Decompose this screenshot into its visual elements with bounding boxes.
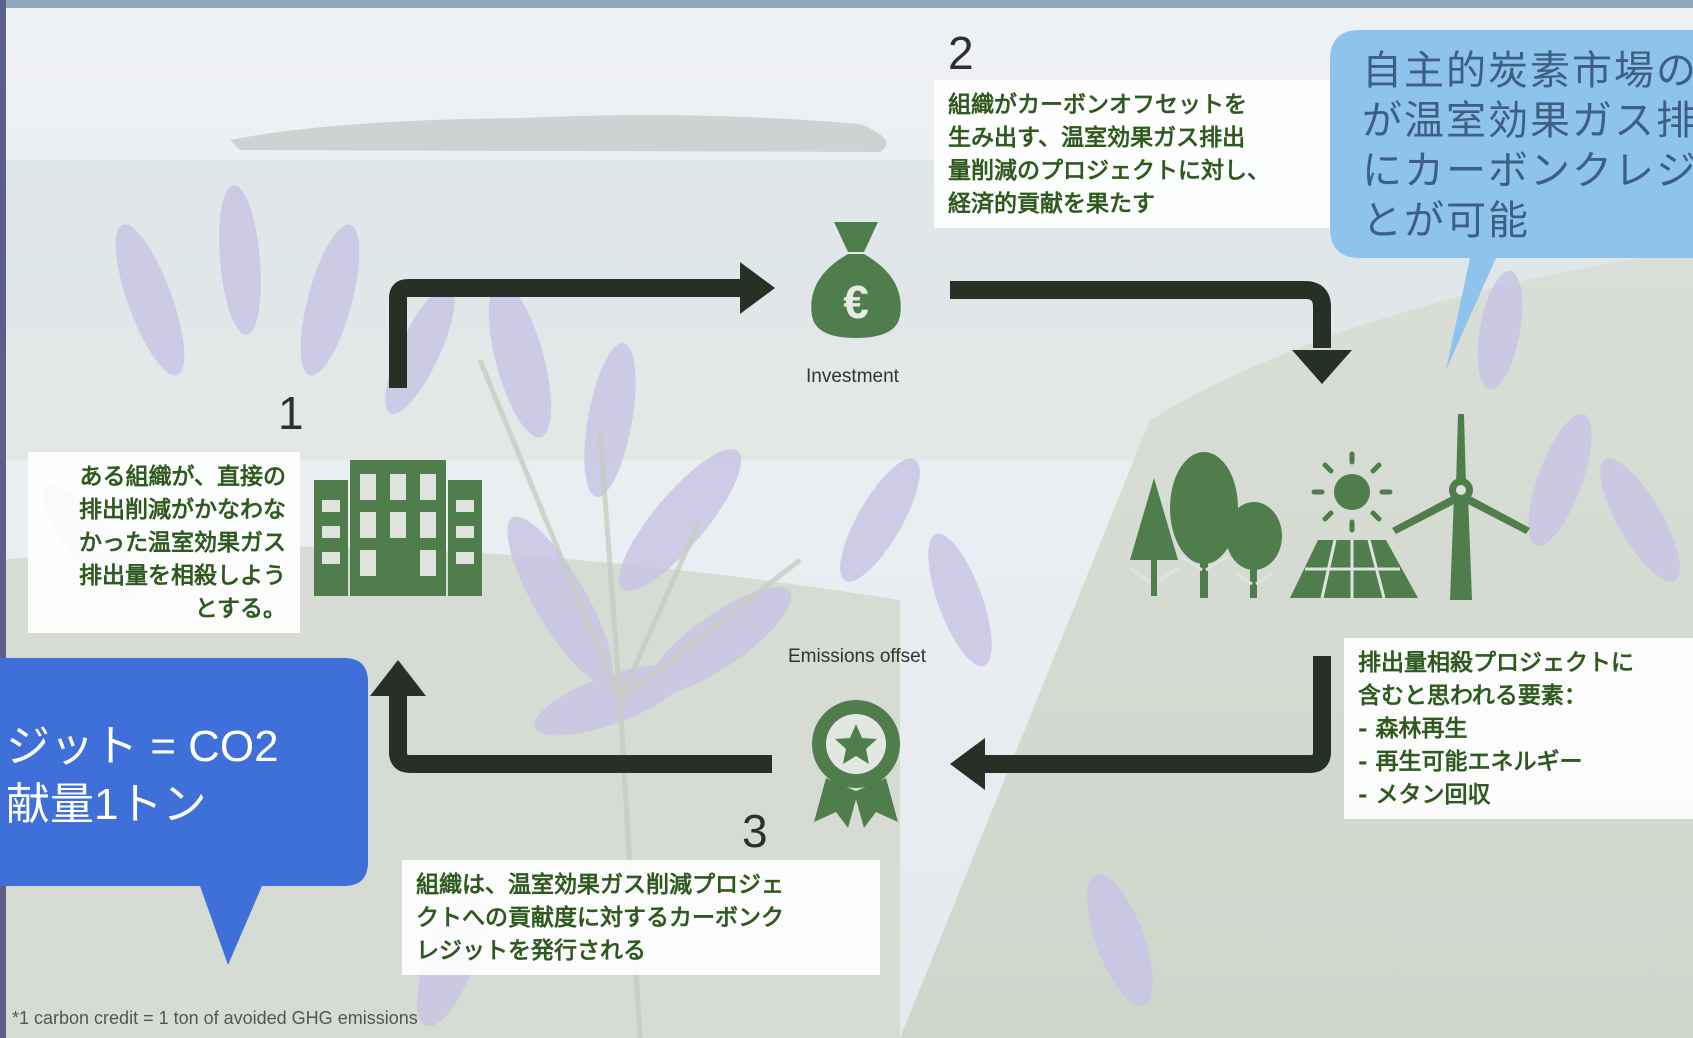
step-number-3: 3 bbox=[742, 805, 768, 857]
arrow-head-left-bottom bbox=[950, 738, 985, 790]
step-1-line: とする。 bbox=[194, 595, 286, 622]
solar-panel-icon bbox=[1290, 539, 1418, 599]
step-2-line: 量削減のプロジェクトに対し、 bbox=[948, 157, 1270, 184]
step-number-2: 2 bbox=[948, 27, 974, 79]
arrow-to-projects bbox=[950, 281, 1331, 348]
investment-label: Investment bbox=[806, 366, 899, 387]
step-1-note: ある組織が、直接の 排出削減がかなわな かった温室効果ガス 排出量を相殺しよう … bbox=[28, 452, 300, 633]
step-1-line: かった温室効果ガス bbox=[79, 529, 286, 556]
sun-icon bbox=[1311, 451, 1393, 533]
projects-line: - メタン回収 bbox=[1358, 781, 1491, 808]
projects-line: 排出量相殺プロジェクトに bbox=[1358, 649, 1634, 676]
building-icon bbox=[314, 460, 482, 596]
callout-light-text: 自主的炭素市場の が温室効果ガス排 にカーボンクレジ とが可能 bbox=[1362, 46, 1693, 246]
award-ribbon-icon bbox=[812, 700, 900, 828]
callout-blue-line: 献量1トン bbox=[6, 780, 207, 829]
callout-blue-line: ジット = CO2 bbox=[6, 722, 279, 771]
arrow-head-right-top bbox=[740, 262, 775, 314]
step-number-1: 1 bbox=[278, 387, 304, 439]
projects-note: 排出量相殺プロジェクトに 含むと思われる要素： - 森林再生 - 再生可能エネル… bbox=[1344, 638, 1693, 819]
step-3-line: レジットを発行される bbox=[416, 937, 646, 964]
window-left-strip bbox=[0, 0, 6, 1038]
callout-bubble-light bbox=[1330, 30, 1693, 370]
step-1-line: 排出量を相殺しよう bbox=[79, 562, 286, 589]
callout-light-line: とが可能 bbox=[1362, 198, 1530, 244]
money-bag-icon: € bbox=[811, 222, 901, 338]
arrow-to-building bbox=[389, 696, 772, 773]
arrow-to-offset bbox=[985, 656, 1331, 773]
projects-line: - 森林再生 bbox=[1358, 715, 1468, 742]
callout-bubble-blue bbox=[0, 658, 368, 965]
trees-icon bbox=[1129, 452, 1282, 598]
projects-line: - 再生可能エネルギー bbox=[1358, 748, 1583, 775]
callout-light-line: 自主的炭素市場の bbox=[1362, 48, 1693, 94]
step-1-line: 排出削減がかなわな bbox=[79, 496, 286, 523]
arrow-head-up-left bbox=[370, 660, 426, 696]
step-3-line: 組織は、温室効果ガス削減プロジェ bbox=[416, 871, 784, 898]
step-2-line: 生み出す、温室効果ガス排出 bbox=[948, 124, 1246, 151]
step-3-note: 組織は、温室効果ガス削減プロジェ クトへの貢献度に対するカーボンク レジットを発… bbox=[402, 860, 880, 975]
footnote: *1 carbon credit = 1 ton of avoided GHG … bbox=[12, 1008, 418, 1028]
callout-blue-text: ジット = CO2 献量1トン bbox=[6, 718, 279, 834]
step-1-line: ある組織が、直接の bbox=[79, 463, 286, 490]
svg-text:€: € bbox=[843, 276, 869, 328]
step-2-note: 組織がカーボンオフセットを 生み出す、温室効果ガス排出 量削減のプロジェクトに対… bbox=[934, 80, 1330, 228]
step-3-line: クトへの貢献度に対するカーボンク bbox=[416, 904, 784, 931]
emissions-offset-label: Emissions offset bbox=[788, 646, 926, 667]
arrow-head-down-right bbox=[1292, 350, 1352, 384]
callout-light-line: が温室効果ガス排 bbox=[1362, 98, 1693, 144]
wind-turbine-icon bbox=[1392, 414, 1530, 600]
projects-line: 含むと思われる要素： bbox=[1358, 682, 1587, 709]
step-2-line: 組織がカーボンオフセットを bbox=[948, 91, 1247, 118]
arrow-to-investment bbox=[389, 279, 740, 388]
callout-light-line: にカーボンクレジ bbox=[1362, 148, 1693, 194]
window-top-strip bbox=[0, 0, 1693, 8]
step-2-line: 経済的貢献を果たす bbox=[948, 190, 1155, 217]
